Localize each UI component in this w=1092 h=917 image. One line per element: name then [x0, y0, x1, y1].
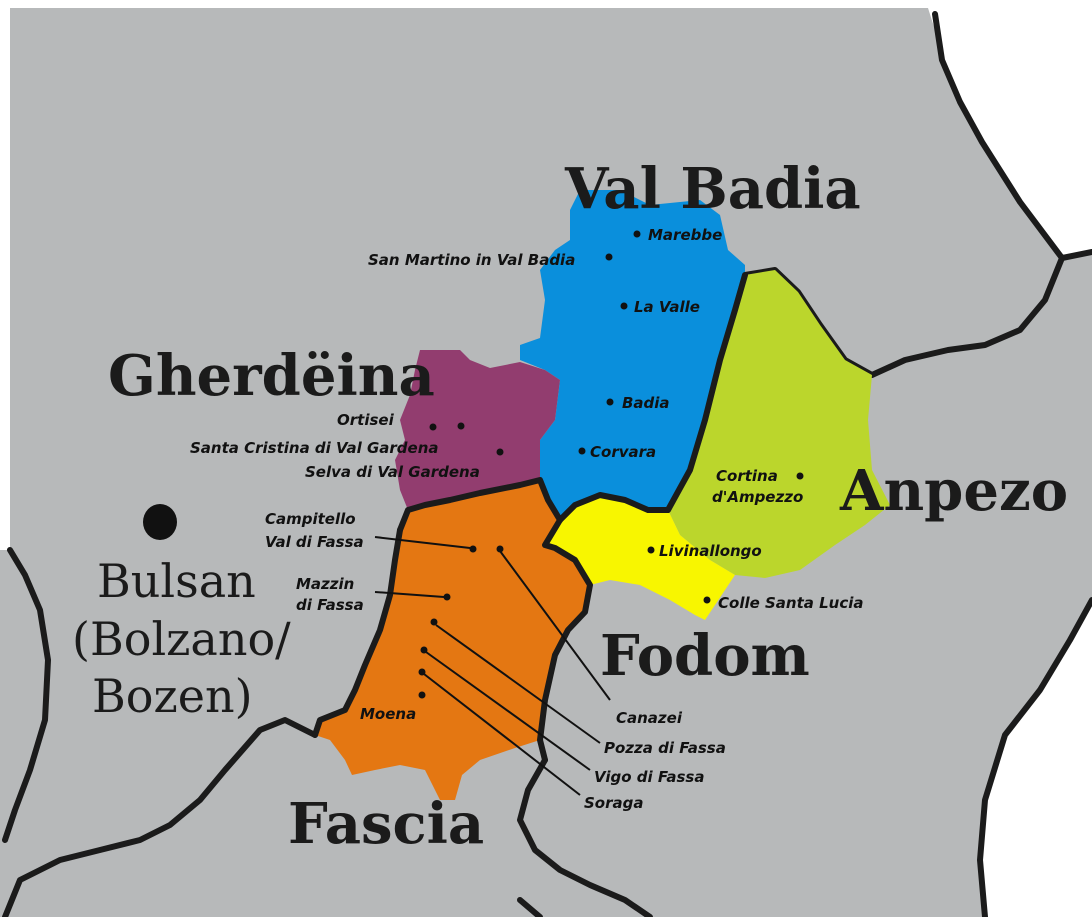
border-south-west	[2, 717, 318, 917]
border-east	[742, 255, 1065, 378]
place-label-san-martino: San Martino in Val Badia	[368, 251, 575, 269]
region-val-badia-area	[520, 190, 745, 520]
border-fascia-west	[312, 527, 403, 738]
region-label-fodom: Fodom	[600, 623, 810, 689]
dot-san-martino	[605, 253, 613, 261]
outside-area-north-east	[928, 8, 1092, 258]
place-label-livinallongo: Livinallongo	[659, 542, 762, 560]
place-label-mazzin-line2: di Fassa	[296, 596, 364, 614]
dot-moena	[418, 691, 426, 699]
border-north-west	[517, 897, 543, 917]
city-label-line2: (Bolzano/	[72, 612, 291, 666]
dot-canazei	[496, 545, 504, 553]
leader-campitello	[374, 536, 471, 549]
place-label-la-valle: La Valle	[634, 298, 700, 316]
place-label-selva: Selva di Val Gardena	[305, 463, 480, 481]
place-label-badia: Badia	[622, 394, 670, 412]
dot-la-valle	[620, 302, 628, 310]
dot-selva	[496, 448, 504, 456]
place-label-colle-santa-lucia: Colle Santa Lucia	[718, 594, 864, 612]
outside-area-south-east	[980, 600, 1092, 917]
place-label-moena: Moena	[360, 705, 416, 723]
place-label-pozza: Pozza di Fassa	[604, 739, 726, 757]
outside-area-north-west	[0, 0, 1092, 8]
dot-campitello	[469, 545, 477, 553]
place-label-ortisei: Ortisei	[337, 411, 395, 429]
dot-ortisei	[429, 423, 437, 431]
dot-marebbe	[633, 230, 641, 238]
city-label-line1: Bulsan	[97, 554, 256, 608]
border-west-city	[2, 547, 51, 843]
dot-livinallongo	[647, 546, 655, 554]
dot-cortina	[796, 472, 804, 480]
place-label-campitello-line1: Campitello	[265, 510, 356, 528]
place-label-cortina-line1: Cortina	[716, 467, 778, 485]
region-anpezo-area	[668, 270, 890, 578]
place-label-canazei: Canazei	[616, 709, 683, 727]
region-label-gherdeina: Gherdëina	[108, 343, 435, 409]
border-gherdeina-fascia	[397, 477, 563, 533]
region-label-fascia: Fascia	[288, 791, 484, 857]
place-label-marebbe: Marebbe	[648, 226, 722, 244]
leader-canazei	[499, 550, 611, 701]
place-label-mazzin-line1: Mazzin	[296, 575, 354, 593]
place-label-soraga: Soraga	[584, 794, 644, 812]
place-label-campitello-line2: Val di Fassa	[265, 533, 364, 551]
region-label-anpezo: Anpezo	[839, 458, 1068, 524]
border-fascia-east	[537, 517, 593, 763]
leader-vigo	[425, 651, 591, 771]
dot-badia	[606, 398, 614, 406]
dot-santa-cristina	[457, 422, 465, 430]
region-gherdeina-area	[395, 350, 560, 510]
border-south-east	[977, 597, 1092, 917]
dot-soraga	[418, 668, 426, 676]
leader-mazzin	[374, 591, 445, 598]
border-badia-anpezo	[557, 272, 748, 523]
dot-mazzin	[443, 593, 451, 601]
place-label-santa-cristina: Santa Cristina di Val Gardena	[190, 439, 439, 457]
leader-soraga	[423, 673, 581, 796]
place-label-cortina-line2: d'Ampezzo	[712, 488, 803, 506]
region-fodom-area	[545, 495, 735, 620]
dot-colle-santa-lucia	[703, 596, 711, 604]
dot-pozza	[430, 618, 438, 626]
border-south	[517, 757, 653, 917]
place-label-corvara: Corvara	[590, 443, 656, 461]
place-label-vigo: Vigo di Fassa	[594, 768, 704, 786]
region-label-val-badia: Val Badia	[564, 156, 861, 222]
dot-corvara	[578, 447, 586, 455]
city-dot-bulsan	[143, 504, 177, 540]
outside-area-west	[0, 8, 10, 550]
city-label-line3: Bozen)	[92, 669, 253, 723]
dot-vigo	[420, 646, 428, 654]
leader-pozza	[435, 624, 601, 744]
